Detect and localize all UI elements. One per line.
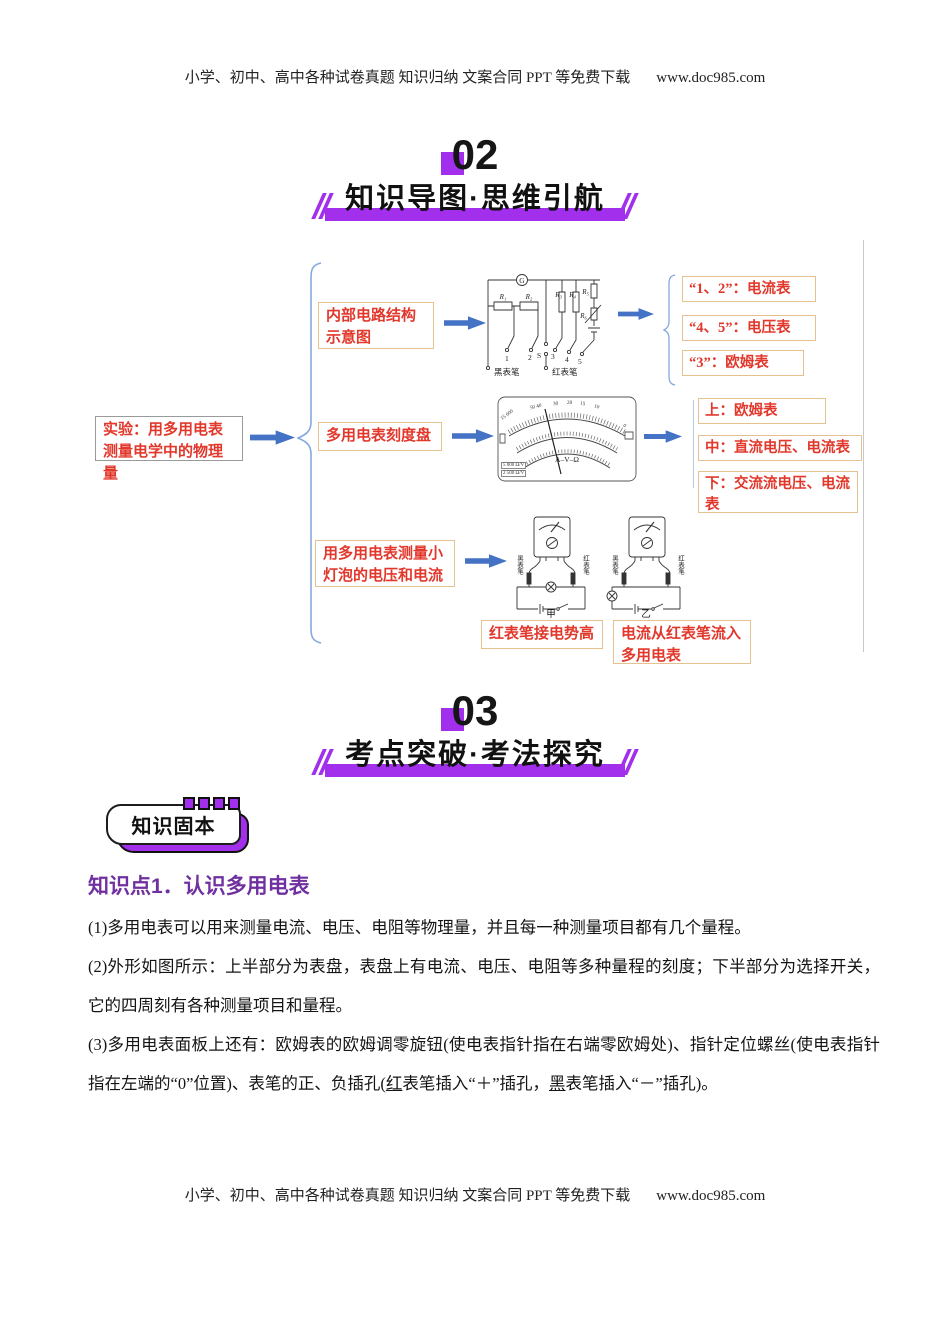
- footer-text: 小学、初中、高中各种试卷真题 知识归纳 文案合同 PPT 等免费下载: [184, 1188, 631, 1204]
- internal-circuit-figure: G R₁ R₂ R₅ R₆ R₃ R₄ 1: [480, 268, 610, 382]
- section-03-header: 03 考点突破·考法探究: [0, 690, 950, 777]
- double-slash-icon: [619, 193, 636, 219]
- selector-switch-label: S: [537, 351, 541, 360]
- section-02-number: 02: [440, 134, 498, 176]
- paragraph-3: (3)多用电表面板上还有：欧姆表的欧姆调零旋钮(使电表指针指在右端零欧姆处)、指…: [88, 1035, 880, 1093]
- branch1-label: 内部电路结构示意图: [318, 302, 434, 349]
- knowledge-point-body: (1)多用电表可以用来测量电流、电压、电阻等物理量，并且每一种测量项目都有几个量…: [88, 908, 880, 1103]
- dial-sensitivity-dc: 5 000 Ω/V: [501, 462, 527, 469]
- underlined-red: 红: [385, 1074, 403, 1093]
- branch2-label: 多用电表刻度盘: [318, 422, 442, 451]
- arrow-right-icon: [644, 430, 682, 443]
- branch1-result-1: “1、2”：电流表: [682, 276, 816, 302]
- dial-center-label: A–V–Ω: [555, 455, 579, 464]
- underlined-black: 黑: [549, 1074, 566, 1093]
- red-probe-label: 红表笔: [676, 555, 684, 575]
- galvanometer-label: G: [519, 276, 525, 285]
- purple-underline-bar: [325, 207, 625, 221]
- branch2-result-3: 下：交流流电压、电流表: [698, 471, 858, 513]
- header-text: 小学、初中、高中各种试卷真题 知识归纳 文案合同 PPT 等免费下载: [184, 70, 631, 86]
- switch-position-label: 5: [578, 357, 582, 366]
- curly-brace: [297, 262, 323, 644]
- black-probe-label: 黑表笔: [494, 367, 520, 377]
- section-02-header: 02 知识导图·思维引航: [0, 134, 950, 221]
- branch1-result-2: “4、5”：电压表: [682, 315, 816, 341]
- branch1-result-3: “3”：欧姆表: [682, 350, 804, 376]
- dial-tick-label: 30: [552, 400, 559, 408]
- section-03-number: 03: [440, 690, 498, 732]
- red-probe-label: 红表笔: [552, 367, 578, 377]
- double-slash-icon: [619, 749, 636, 775]
- switch-position-label: 1: [505, 354, 509, 363]
- dial-tick-label: 15: [579, 400, 586, 408]
- note-red-probe-potential: 红表笔接电势高: [481, 620, 603, 649]
- badge-label: 知识固本: [106, 804, 241, 845]
- page-footer: 小学、初中、高中各种试卷真题 知识归纳 文案合同 PPT 等免费下载 www.do…: [0, 1184, 950, 1205]
- resistor-label: R₄: [568, 291, 576, 299]
- figure-caption-yi: 乙: [641, 610, 651, 620]
- switch-position-label: 3: [551, 352, 555, 361]
- resistor-label: R₃: [554, 291, 562, 299]
- page-header: 小学、初中、高中各种试卷真题 知识归纳 文案合同 PPT 等免费下载 www.do…: [0, 66, 950, 87]
- figure-caption-jia: 甲: [546, 610, 556, 620]
- switch-position-label: 2: [528, 353, 532, 362]
- black-probe-label: 黑表笔: [610, 555, 618, 575]
- badge-tab-squares: [183, 797, 240, 810]
- purple-square-decoration: [440, 152, 464, 175]
- dial-sensitivity-ac: 2 500 Ω/V: [501, 470, 527, 477]
- header-url[interactable]: www.doc985.com: [656, 70, 766, 86]
- branch2-result-1: 上：欧姆表: [698, 398, 826, 424]
- paragraph-1: (1)多用电表可以用来测量电流、电压、电阻等物理量，并且每一种测量项目都有几个量…: [88, 918, 751, 937]
- mindmap-root-node: 实验：用多用电表测量电学中的物理量: [95, 416, 243, 482]
- paragraph-2: (2)外形如图所示：上半部分为表盘，表盘上有电流、电压、电阻等多种量程的刻度；下…: [88, 957, 880, 1015]
- resistor-label: R₆: [579, 312, 587, 320]
- branch2-result-2: 中：直流电压、电流表: [698, 435, 862, 461]
- multimeter-dial-figure: 15 600 50 40 30 20 15 10 0 A–V–Ω 5 000 Ω…: [497, 396, 637, 482]
- arrow-right-icon: [465, 554, 507, 568]
- arrow-right-icon: [618, 308, 654, 320]
- resistor-label: R₁: [499, 293, 507, 301]
- black-probe-label: 黑表笔: [515, 555, 523, 575]
- arrow-right-icon: [250, 430, 295, 445]
- measurement-circuit-yi: 黑表笔 红表笔 乙: [602, 515, 690, 620]
- knowledge-point-heading: 知识点1．认识多用电表: [88, 875, 310, 898]
- bracket-line: [693, 400, 694, 488]
- section-02-title: 知识导图·思维引航: [325, 182, 625, 221]
- right-border-line: [863, 240, 864, 652]
- purple-underline-bar: [325, 763, 625, 777]
- knowledge-mindmap: 实验：用多用电表测量电学中的物理量 内部电路结构示意图 G R₁ R₂: [85, 232, 895, 682]
- resistor-label: R₂: [525, 293, 533, 301]
- measurement-circuit-jia: 黑表笔 红表笔 甲: [507, 515, 595, 620]
- branch3-label: 用多用电表测量小灯泡的电压和电流: [315, 540, 455, 587]
- section-03-title: 考点突破·考法探究: [325, 738, 625, 777]
- note-current-direction: 电流从红表笔流入多用电表: [613, 620, 751, 664]
- red-probe-label: 红表笔: [581, 555, 589, 575]
- knowledge-badge: 知识固本: [106, 797, 256, 854]
- purple-square-decoration: [440, 708, 464, 731]
- resistor-label: R₅: [581, 288, 589, 296]
- footer-url[interactable]: www.doc985.com: [656, 1188, 766, 1204]
- switch-position-label: 4: [565, 355, 569, 364]
- curly-brace-small: [663, 274, 677, 386]
- arrow-right-icon: [452, 429, 494, 443]
- dial-tick-label: 20: [567, 400, 573, 406]
